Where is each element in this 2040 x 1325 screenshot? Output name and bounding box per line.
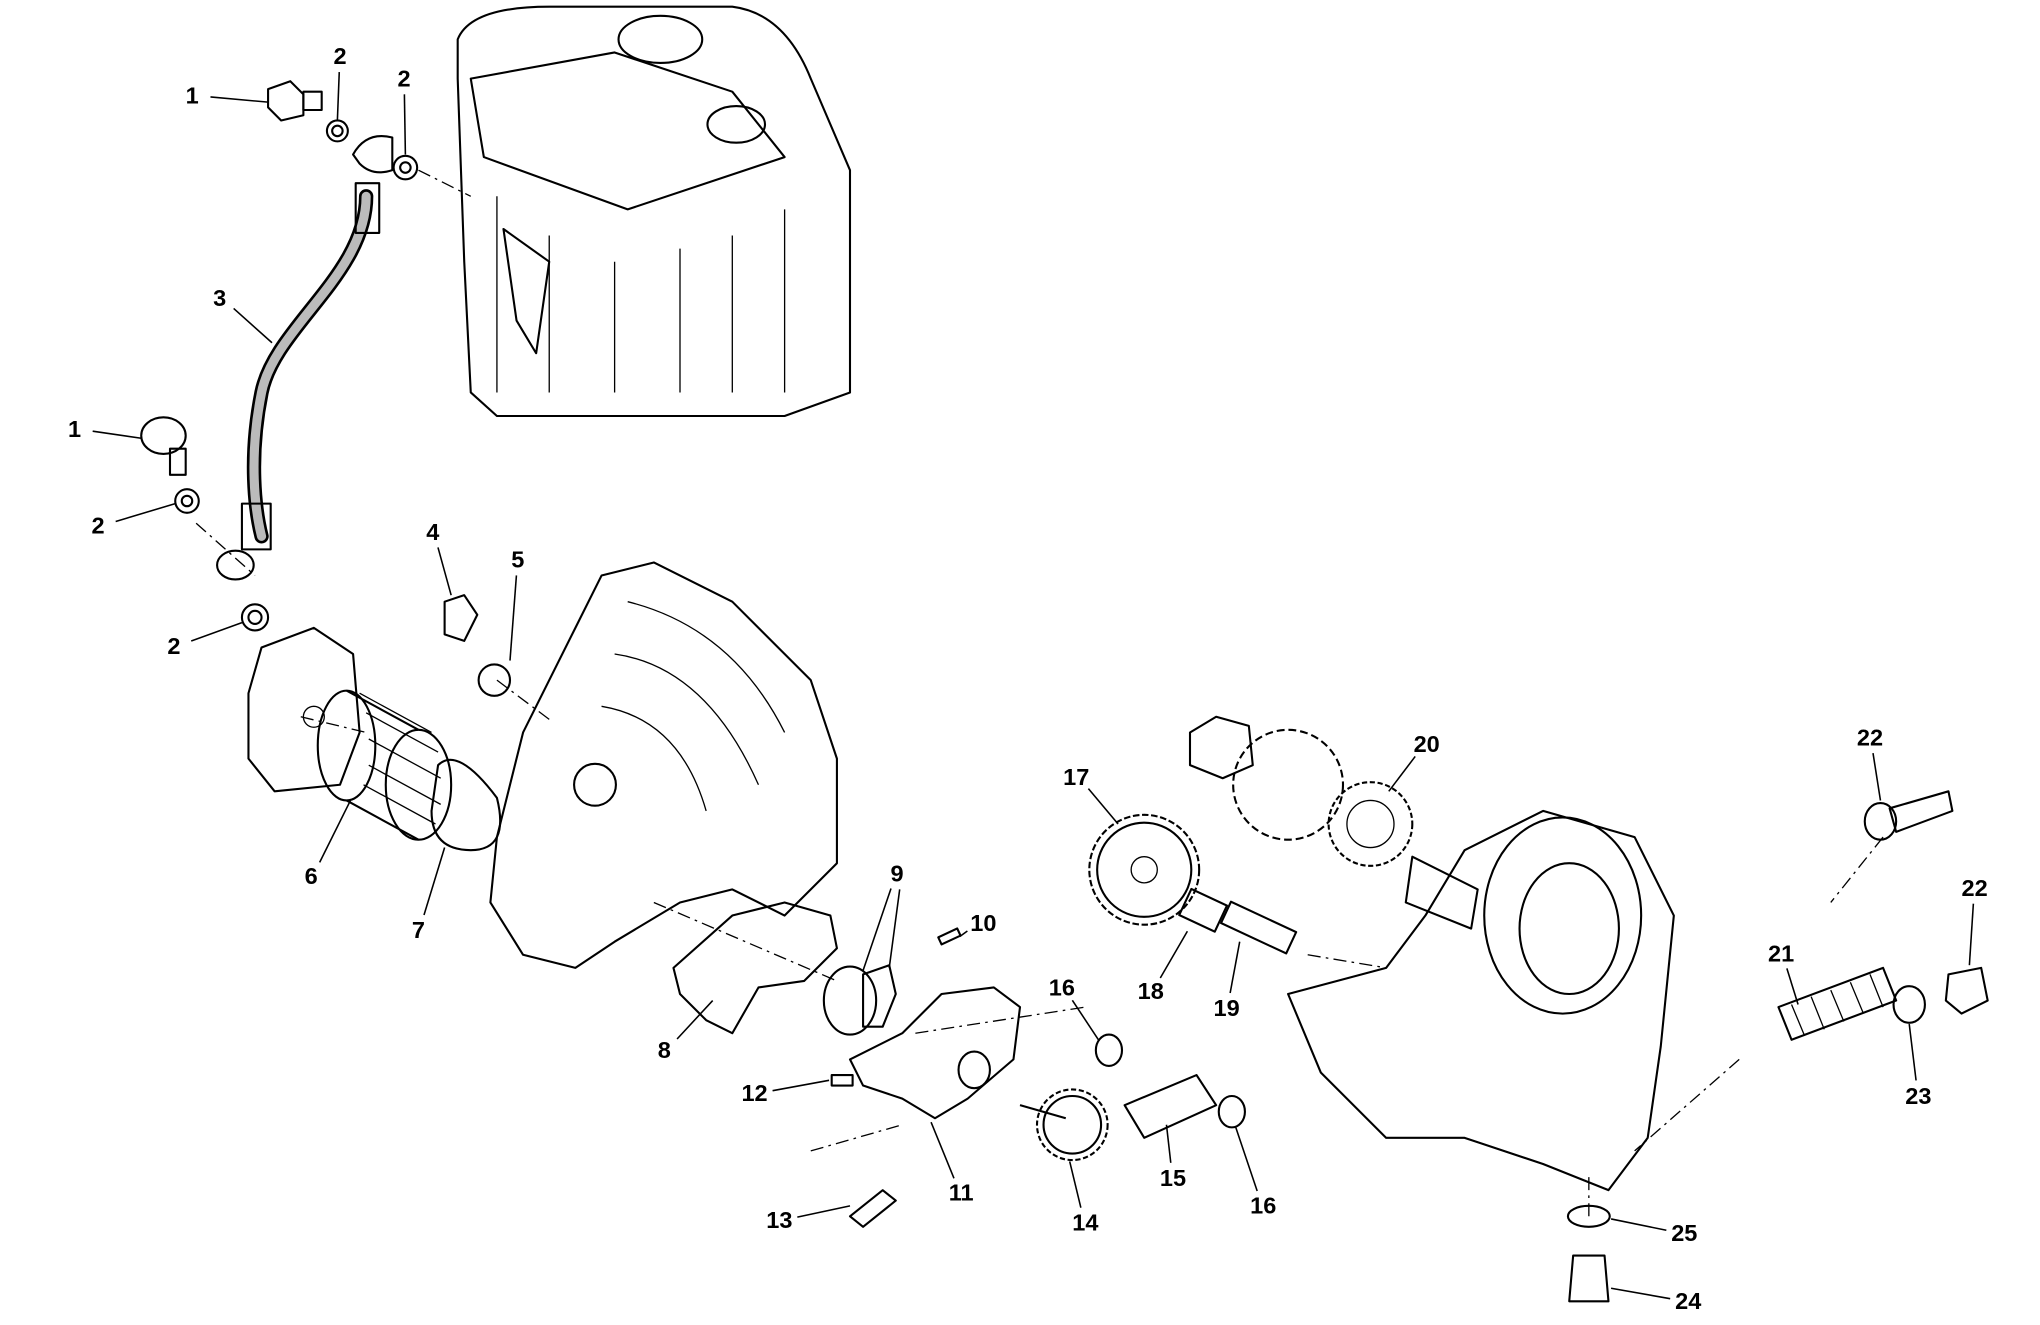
callout-label-24: 24 (1675, 1288, 1701, 1314)
callout-label-11: 11 (949, 1180, 974, 1206)
pin (830, 1074, 854, 1087)
leader-line-21 (1786, 968, 1799, 1005)
callout-label-4: 4 (426, 519, 439, 545)
leader-line-5 (509, 575, 518, 661)
callout-label-10: 10 (970, 910, 996, 936)
crankcase (1287, 809, 1675, 1192)
callout-label-16: 16 (1049, 974, 1075, 1000)
dowel-pin (937, 927, 962, 946)
callout-label-17: 17 (1063, 764, 1089, 790)
leader-line-10 (959, 930, 968, 938)
leader-line-17 (1087, 788, 1119, 825)
plug-22-lower (1892, 966, 1989, 1024)
idler-gear (1088, 813, 1201, 926)
callout-label-2: 2 (92, 513, 105, 539)
callout-label-1: 1 (186, 82, 199, 108)
leader-line-20 (1388, 755, 1416, 792)
callout-label-12: 12 (741, 1080, 767, 1106)
plug-22-upper (1863, 790, 1954, 841)
callout-label-16: 16 (1250, 1193, 1276, 1219)
leader-line-19 (1229, 941, 1241, 994)
oil-hose (216, 135, 394, 581)
leader-line-7 (423, 847, 446, 916)
leader-line-2 (336, 72, 341, 121)
leader-line-15 (1165, 1124, 1172, 1163)
callout-label-22: 22 (1962, 875, 1988, 901)
banjo-bolt-lower (140, 416, 270, 632)
callout-label-3: 3 (213, 285, 226, 311)
leader-line-12 (772, 1079, 830, 1092)
banjo-bolt-upper (267, 80, 419, 181)
leader-line-2 (115, 502, 176, 523)
callout-label-5: 5 (511, 547, 524, 573)
oil-pump-rotors (822, 964, 897, 1036)
callout-label-20: 20 (1414, 731, 1440, 757)
oil-pump-body (848, 986, 1022, 1120)
screw (848, 1189, 897, 1228)
leader-line-24 (1610, 1287, 1671, 1300)
drain-plug (1566, 1204, 1611, 1303)
leader-line-9b (888, 889, 901, 968)
callout-label-9: 9 (891, 861, 904, 887)
leader-line-14 (1068, 1161, 1082, 1208)
crankcase-cover (443, 561, 838, 969)
leader-line-3 (233, 307, 273, 344)
leader-line-22 (1872, 753, 1882, 801)
callout-label-19: 19 (1214, 995, 1240, 1021)
callout-label-8: 8 (658, 1037, 671, 1063)
callout-label-2: 2 (333, 43, 346, 69)
callout-label-1: 1 (68, 416, 81, 442)
alignment-lines (195, 169, 1884, 1217)
callout-label-22: 22 (1857, 725, 1883, 751)
leader-line-22 (1968, 903, 1975, 966)
bushing-and-shaft (1178, 887, 1298, 955)
leader-line-8 (676, 1000, 714, 1040)
leader-line-1 (210, 96, 269, 103)
o-ring-filter (430, 758, 502, 852)
primary-gears (1188, 715, 1414, 867)
leader-line-9 (862, 888, 892, 971)
callout-label-14: 14 (1072, 1210, 1098, 1236)
leader-line-18 (1159, 930, 1189, 979)
oil-filter-cover (247, 626, 361, 793)
leader-line-16 (1071, 999, 1100, 1041)
leader-line-23 (1908, 1023, 1917, 1081)
leader-line-11 (930, 1121, 955, 1179)
oil-pump-gasket (672, 901, 838, 1035)
callout-label-2: 2 (398, 65, 411, 91)
leader-line-2 (403, 94, 407, 155)
callout-label-18: 18 (1138, 978, 1164, 1004)
leader-line-16 (1235, 1127, 1258, 1192)
callout-label-23: 23 (1905, 1083, 1931, 1109)
leader-line-2 (190, 621, 243, 642)
leader-line-13 (797, 1205, 851, 1218)
leader-line-25 (1610, 1218, 1667, 1232)
callout-label-13: 13 (766, 1207, 792, 1233)
callout-label-2: 2 (167, 633, 180, 659)
oil-strainer (1777, 966, 1898, 1041)
callout-label-7: 7 (412, 917, 425, 943)
callout-label-6: 6 (305, 863, 318, 889)
pump-shaft (1094, 1033, 1246, 1139)
leader-line-6 (318, 800, 352, 863)
leader-line-4 (437, 547, 452, 596)
callout-label-25: 25 (1671, 1220, 1697, 1246)
callout-label-15: 15 (1160, 1165, 1186, 1191)
oil-filter (316, 689, 453, 841)
leader-line-1 (92, 430, 142, 440)
cylinder-head (456, 5, 852, 418)
callout-label-21: 21 (1768, 940, 1794, 966)
pump-gear (1019, 1088, 1109, 1162)
